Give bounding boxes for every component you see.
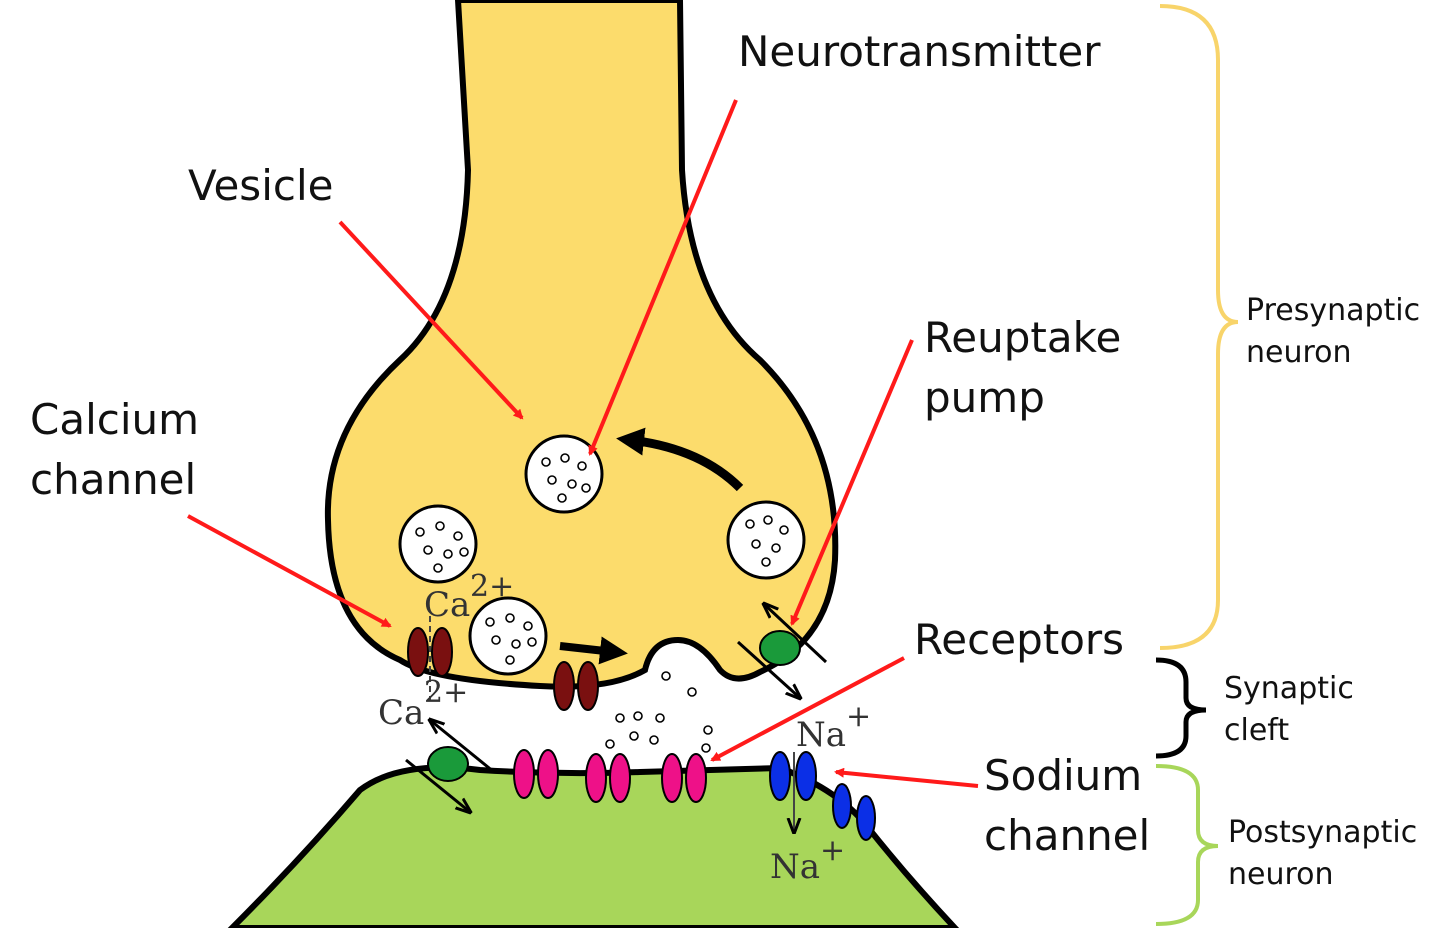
label-sodium-channel-line1: Sodium <box>984 751 1142 800</box>
label-postsynaptic-line1: Postsynaptic <box>1228 815 1417 850</box>
calcium-ion-label-bottom: Ca <box>378 693 424 733</box>
arrow-calcium-channel <box>187 514 392 628</box>
label-neurotransmitter: Neurotransmitter <box>738 27 1101 76</box>
sodium-channels <box>769 751 876 841</box>
label-sodium-channel-line2: channel <box>984 811 1150 860</box>
postsynaptic-bracket <box>1155 764 1219 926</box>
reuptake-pump-presynaptic <box>736 604 828 698</box>
vesicle-top <box>524 434 604 514</box>
arrow-neurotransmitter <box>588 99 738 456</box>
label-reuptake-pump-line1: Reuptake <box>924 313 1121 362</box>
label-synaptic-cleft-line2: cleft <box>1224 713 1289 748</box>
label-reuptake-pump-line2: pump <box>924 373 1045 422</box>
docking-arrow <box>559 636 628 665</box>
receptors <box>513 749 707 803</box>
arrow-sodium-channel <box>834 767 979 788</box>
sodium-ion-label-top: Na <box>796 715 846 755</box>
presynaptic-bracket <box>1159 4 1239 650</box>
arrow-vesicle <box>338 220 524 420</box>
label-synaptic-cleft-line1: Synaptic <box>1224 671 1354 706</box>
calcium-ion-charge-top: 2+ <box>470 569 514 604</box>
vesicle-right <box>726 500 806 580</box>
sodium-ion-label-bottom: Na <box>770 847 820 887</box>
label-vesicle: Vesicle <box>188 161 333 210</box>
arrow-reuptake-pump <box>790 339 914 626</box>
calcium-ion-label-top: Ca <box>424 585 470 625</box>
calcium-channel-left <box>407 627 453 677</box>
sodium-ion-charge-bottom: + <box>820 833 845 868</box>
recycle-arrow <box>616 427 744 492</box>
label-presynaptic-line2: neuron <box>1246 335 1352 370</box>
calcium-ion-charge-bottom: 2+ <box>424 675 468 710</box>
presynaptic-neuron <box>324 0 839 690</box>
synaptic-cleft-bracket <box>1155 657 1207 759</box>
callout-arrows <box>187 99 979 788</box>
label-receptors: Receptors <box>914 615 1124 664</box>
label-calcium-channel-line2: channel <box>30 455 196 504</box>
vesicle-docking <box>468 596 548 676</box>
vesicle-left <box>398 504 478 584</box>
sodium-ion-charge-top: + <box>846 699 871 734</box>
label-presynaptic-line1: Presynaptic <box>1246 293 1420 328</box>
arrow-receptors <box>710 656 905 762</box>
label-calcium-channel-line1: Calcium <box>30 395 199 444</box>
calcium-channel-right <box>553 661 599 711</box>
label-postsynaptic-line2: neuron <box>1228 857 1334 892</box>
released-neurotransmitters <box>605 671 713 753</box>
reuptake-pump-postsynaptic <box>405 720 495 812</box>
